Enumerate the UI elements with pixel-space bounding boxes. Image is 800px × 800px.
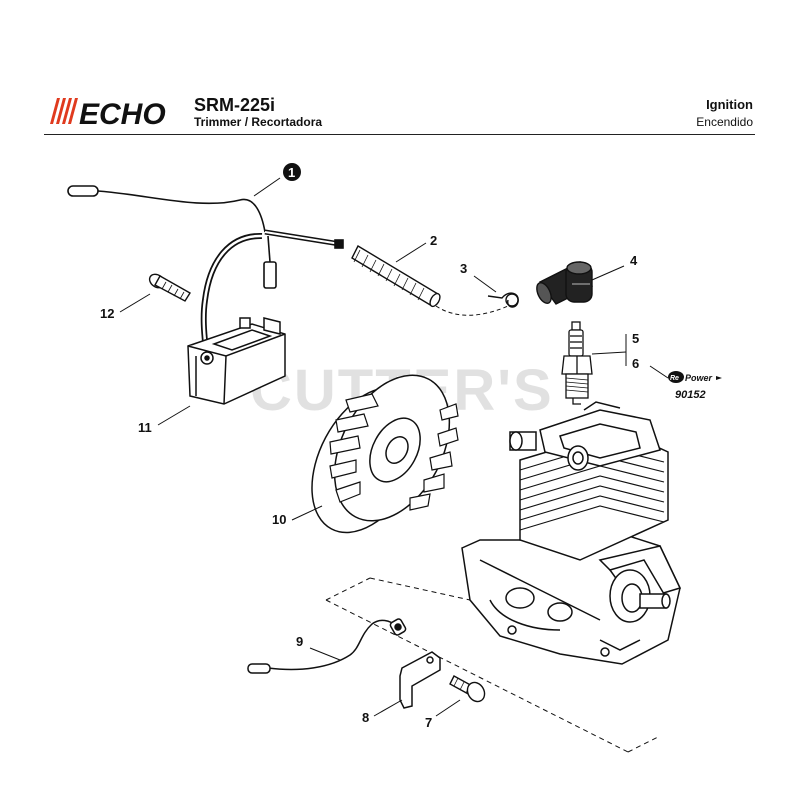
part-5-spark-plug [561, 321, 593, 405]
leader-dashed-2-3 [435, 305, 509, 316]
part-1-lead-wire [67, 185, 344, 353]
callout-10: 10 [272, 512, 286, 527]
section-title: Ignition [706, 97, 753, 112]
callout-7: 7 [425, 715, 432, 730]
repower-badge: Re Power 90152 [668, 371, 722, 401]
leader-lines [119, 177, 669, 717]
part-3-spring [487, 292, 519, 308]
callout-11: 11 [138, 420, 152, 435]
part-7-screw [449, 675, 486, 703]
header-divider [44, 134, 755, 135]
part-11-ignition-coil [187, 317, 286, 405]
part-4-plug-cap [536, 261, 593, 305]
callout-1: 1 [288, 165, 295, 180]
repower-re: Re [670, 375, 679, 382]
callout-3: 3 [460, 261, 467, 276]
repower-part-number: 90152 [675, 389, 706, 401]
brand-text: ECHO [79, 98, 166, 128]
page-header: ECHO SRM-225i Trimmer / Recortadora Igni… [0, 0, 800, 140]
sub-assembly-box [325, 577, 661, 753]
callout-2: 2 [430, 233, 437, 248]
section-subtitle: Encendido [696, 115, 753, 129]
product-subtitle: Trimmer / Recortadora [194, 115, 323, 129]
part-8-bracket [399, 651, 441, 709]
engine-block [461, 401, 682, 665]
callout-12: 12 [100, 306, 114, 321]
part-2-sleeve [351, 245, 441, 308]
callout-1-circle [283, 163, 301, 181]
callout-9: 9 [296, 634, 303, 649]
echo-logo: ECHO [50, 98, 166, 128]
callout-4: 4 [630, 253, 638, 268]
callout-8: 8 [362, 710, 369, 725]
part-12-bolt [148, 273, 191, 302]
model-name: SRM-225i [194, 95, 276, 115]
part-10-flywheel [311, 374, 459, 534]
callout-5: 5 [632, 331, 639, 346]
repower-power: Power [685, 373, 713, 383]
callout-6: 6 [632, 356, 639, 371]
part-9-ground-wire [247, 618, 407, 674]
